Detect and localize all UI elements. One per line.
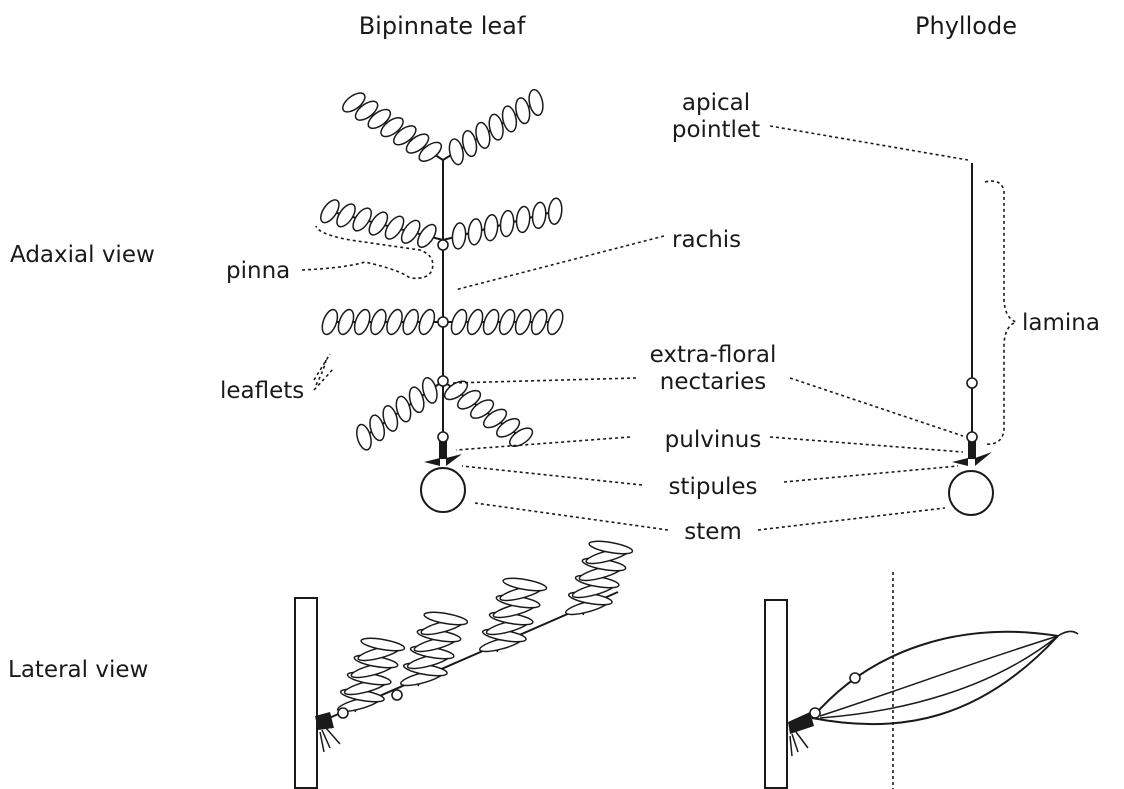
pinna-top-left (340, 89, 445, 164)
leaflet (319, 308, 340, 337)
bipinnate-leaf-adaxial (317, 88, 566, 512)
phyllode-pulvinus (968, 441, 976, 459)
gland-4 (438, 432, 448, 442)
lateral-view-label: Lateral view (8, 657, 148, 683)
pinna-lower-right (442, 378, 536, 450)
leaflet (547, 198, 562, 225)
pinna-upper-left (317, 197, 443, 250)
phyllode-upper-margin (812, 632, 1058, 718)
gland-3 (438, 376, 448, 386)
leaflets-label: leaflets (220, 378, 304, 404)
gland-1 (438, 240, 448, 250)
leaflet (416, 308, 437, 337)
leaflet (483, 214, 498, 241)
leaflet (467, 218, 482, 245)
lateral-pinna-1 (336, 636, 405, 715)
lamina-label: lamina (1022, 310, 1100, 336)
phyllode-stipule-right (975, 452, 992, 466)
leaflet (368, 308, 389, 337)
bipinnate-header: Bipinnate leaf (359, 12, 526, 40)
phyllode-header: Phyllode (915, 12, 1017, 40)
leader-lines (302, 126, 968, 530)
leaflet (384, 308, 405, 337)
pulvinus-bar (439, 441, 447, 459)
leaflet (465, 308, 486, 337)
leaflet (451, 222, 466, 249)
lateral-pinna-4 (564, 539, 633, 618)
pinnae (317, 88, 566, 451)
apical-label-line1: apical (682, 90, 750, 116)
pulvinus-label: pulvinus (665, 427, 762, 453)
lateral-stem-left (295, 598, 317, 788)
leaflet (529, 308, 550, 337)
rachis-label: rachis (672, 227, 741, 253)
gland-2 (438, 317, 448, 327)
stem-leader-left (475, 503, 668, 530)
phyllode-adaxial (949, 163, 1016, 515)
lateral-gland-1 (338, 708, 348, 718)
leaflet (531, 202, 546, 229)
leaflet (545, 308, 566, 337)
lateral-stem-right (765, 600, 787, 788)
stem-leader-right (758, 508, 945, 530)
phyllode-gland-2 (967, 432, 977, 442)
lateral-pinnae (336, 539, 633, 715)
leaflet (499, 210, 514, 237)
apical-label-line2: pointlet (672, 117, 760, 143)
apical-leader (770, 126, 968, 160)
pulvinus-leader-right (770, 437, 963, 452)
adaxial-view-label: Adaxial view (10, 242, 155, 268)
stipules-leader-right (784, 466, 958, 482)
phyllode-gland-1 (967, 378, 977, 388)
pinna-upper-right (443, 198, 563, 250)
phyllode-stem-circle (949, 471, 993, 515)
nectaries-leader-right (790, 378, 963, 436)
lateral-gland-2 (392, 690, 402, 700)
leaflet (352, 308, 373, 337)
stem-label: stem (684, 519, 742, 545)
leaflet (448, 308, 469, 337)
leaflet (515, 206, 530, 233)
pinna-middle-left (319, 308, 443, 337)
stipule-right (446, 454, 462, 466)
phyllode-apical-pointlet (1058, 631, 1078, 636)
rachis-leader (455, 236, 664, 290)
pulvinus-leader-left (456, 437, 630, 450)
pinna-middle-right (443, 308, 566, 337)
phyllode-lateral-gland-2 (850, 673, 860, 683)
lateral-pinna-3 (478, 576, 547, 655)
nectaries-leader-left (452, 378, 636, 383)
pinna-top-right (443, 88, 545, 165)
lateral-pinna-2 (399, 610, 468, 689)
pinna-label: pinna (226, 258, 290, 284)
phyllode-lower-margin (812, 636, 1058, 724)
leaflets-leader (314, 354, 334, 390)
lamina-brace (984, 181, 1016, 444)
stipules-label: stipules (668, 474, 757, 500)
lateral-stipules (320, 728, 340, 752)
extra-floral-label-line1: extra-floral (650, 342, 777, 368)
leaflet (335, 308, 356, 337)
phyllode-lateral-stipules (790, 732, 808, 756)
stipule-left (424, 458, 440, 466)
phyllode-lateral-gland-1 (810, 708, 820, 718)
leaflet (481, 308, 502, 337)
extra-floral-label-line2: nectaries (660, 369, 766, 395)
phyllode-stipule-left (952, 458, 968, 466)
leaflet (513, 308, 534, 337)
stipules-leader-left (462, 466, 642, 485)
phyllode-lateral (765, 572, 1078, 789)
leaflet (400, 308, 421, 337)
bipinnate-lateral (295, 539, 633, 788)
leaflet (497, 308, 518, 337)
stem-circle (421, 468, 465, 512)
pinna-lower-left (354, 376, 443, 451)
